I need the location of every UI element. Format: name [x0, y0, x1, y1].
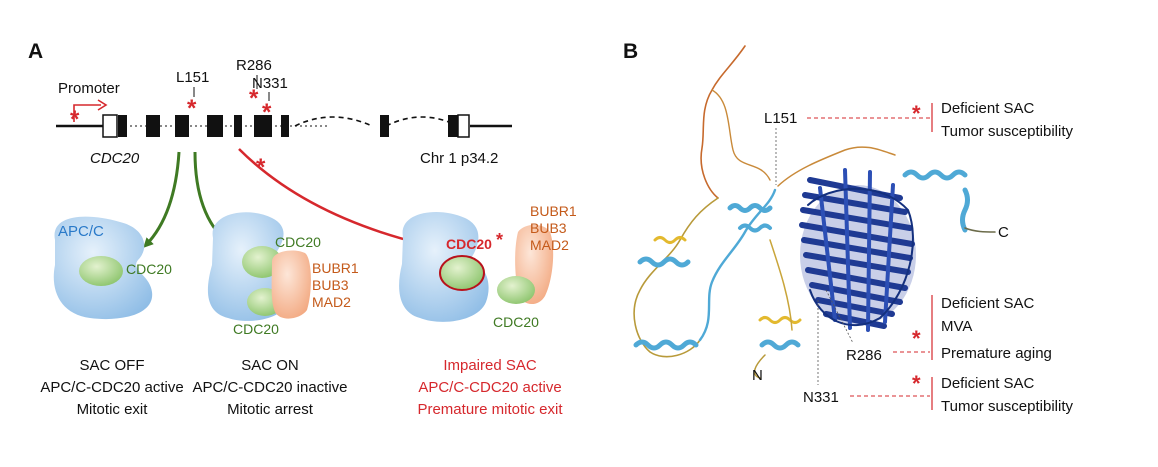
arrow-to-sac-off [143, 151, 181, 248]
promoter-arrow-icon [73, 99, 108, 122]
cdc20-free-label: CDC20 [493, 314, 539, 330]
arrow-asterisk: * [256, 154, 266, 181]
exon-4 [207, 115, 223, 137]
promoter-asterisk: * [70, 106, 80, 133]
site-l151-annotation: L151 * Deficient SAC Tumor susceptibilit… [764, 100, 1073, 185]
site-r286-effect-3: Premature aging [941, 345, 1052, 362]
cdc20-free [497, 276, 535, 304]
apc-c-label: APC/C [58, 223, 104, 240]
exon-2 [146, 115, 160, 137]
n-terminus-label: N [752, 367, 763, 384]
site-r286-annotation: R286 * Deficient SAC MVA Premature aging [825, 289, 1052, 364]
panel-a-label: A [28, 40, 43, 63]
complex-label-bubr1-s3: BUBR1 [530, 203, 577, 219]
panel-b-label: B [623, 40, 638, 63]
cdc20-mutant-asterisk: * [496, 230, 503, 250]
mcc-complex [271, 250, 311, 319]
site-r286-effect-2: MVA [941, 318, 972, 335]
site-r286-asterisk: * [912, 326, 921, 351]
cdc20-label-top: CDC20 [275, 234, 321, 250]
caption-state3-line3: Premature mitotic exit [417, 401, 563, 418]
exon-1 [118, 115, 127, 137]
panel-b: B [623, 40, 1073, 415]
mutation-label-r286: R286 [236, 57, 272, 74]
mutation-asterisk-n331: * [262, 99, 272, 126]
panel-a: A Promoter * L151 * [28, 40, 577, 418]
exon-8 [380, 115, 389, 137]
c-terminus-label: C [998, 224, 1009, 241]
cdc20-label-state1: CDC20 [126, 261, 172, 277]
gene-name: CDC20 [90, 150, 140, 167]
site-l151-asterisk: * [912, 101, 921, 126]
complex-label-mad2-s2: MAD2 [312, 294, 351, 310]
exon-5 [234, 115, 242, 137]
cdc20-label-bottom: CDC20 [233, 321, 279, 337]
complex-label-bub3-s3: BUB3 [530, 220, 567, 236]
exon-last-utr [457, 114, 470, 138]
exon-3 [175, 115, 189, 137]
caption-state2-line2: APC/C-CDC20 inactive [192, 379, 347, 396]
mutation-asterisk-r286: * [249, 85, 259, 112]
site-n331-label: N331 [803, 389, 839, 406]
site-r286-effect-1: Deficient SAC [941, 295, 1035, 312]
caption-state2-line3: Mitotic arrest [227, 401, 314, 418]
cdc20-active [79, 256, 123, 286]
promoter-label: Promoter [58, 80, 120, 97]
complex-label-bub3-s2: BUB3 [312, 277, 349, 293]
caption-state1-line3: Mitotic exit [77, 401, 149, 418]
mutation-asterisk-l151: * [187, 95, 197, 122]
site-n331-asterisk: * [912, 371, 921, 396]
state-sac-on: CDC20 BUBR1 BUB3 MAD2 CDC20 SAC ON APC/C… [192, 212, 359, 418]
site-n331-effect-1: Deficient SAC [941, 375, 1035, 392]
site-l151-effect-2: Tumor susceptibility [941, 123, 1073, 140]
mutation-label-l151: L151 [176, 69, 209, 86]
exon-1-utr [102, 114, 118, 138]
exon-6 [254, 115, 272, 137]
site-n331-effect-2: Tumor susceptibility [941, 398, 1073, 415]
cdc20-mutant [439, 255, 485, 291]
site-n331-annotation: N331 * Deficient SAC Tumor susceptibilit… [803, 300, 1073, 415]
state-impaired-sac: CDC20 * BUBR1 BUB3 MAD2 CDC20 Impaired S… [399, 203, 577, 418]
site-l151-label: L151 [764, 110, 797, 127]
site-l151-effect-1: Deficient SAC [941, 100, 1035, 117]
caption-state1-line1: SAC OFF [79, 357, 144, 374]
mutation-label-n331: N331 [252, 75, 288, 92]
cdc20-mutant-label: CDC20 [446, 236, 492, 252]
exon-9 [448, 115, 458, 137]
state-sac-off: APC/C CDC20 SAC OFF APC/C-CDC20 active M… [40, 216, 184, 418]
complex-label-bubr1-s2: BUBR1 [312, 260, 359, 276]
caption-state1-line2: APC/C-CDC20 active [40, 379, 183, 396]
chromosome-location: Chr 1 p34.2 [420, 150, 498, 167]
caption-state3-line1: Impaired SAC [443, 357, 537, 374]
caption-state3-line2: APC/C-CDC20 active [418, 379, 561, 396]
site-r286-label: R286 [846, 347, 882, 364]
caption-state2-line1: SAC ON [241, 357, 299, 374]
complex-label-mad2-s3: MAD2 [530, 237, 569, 253]
gene-structure [56, 114, 512, 138]
arrow-to-impaired-sac [238, 148, 426, 248]
exon-7 [281, 115, 289, 137]
